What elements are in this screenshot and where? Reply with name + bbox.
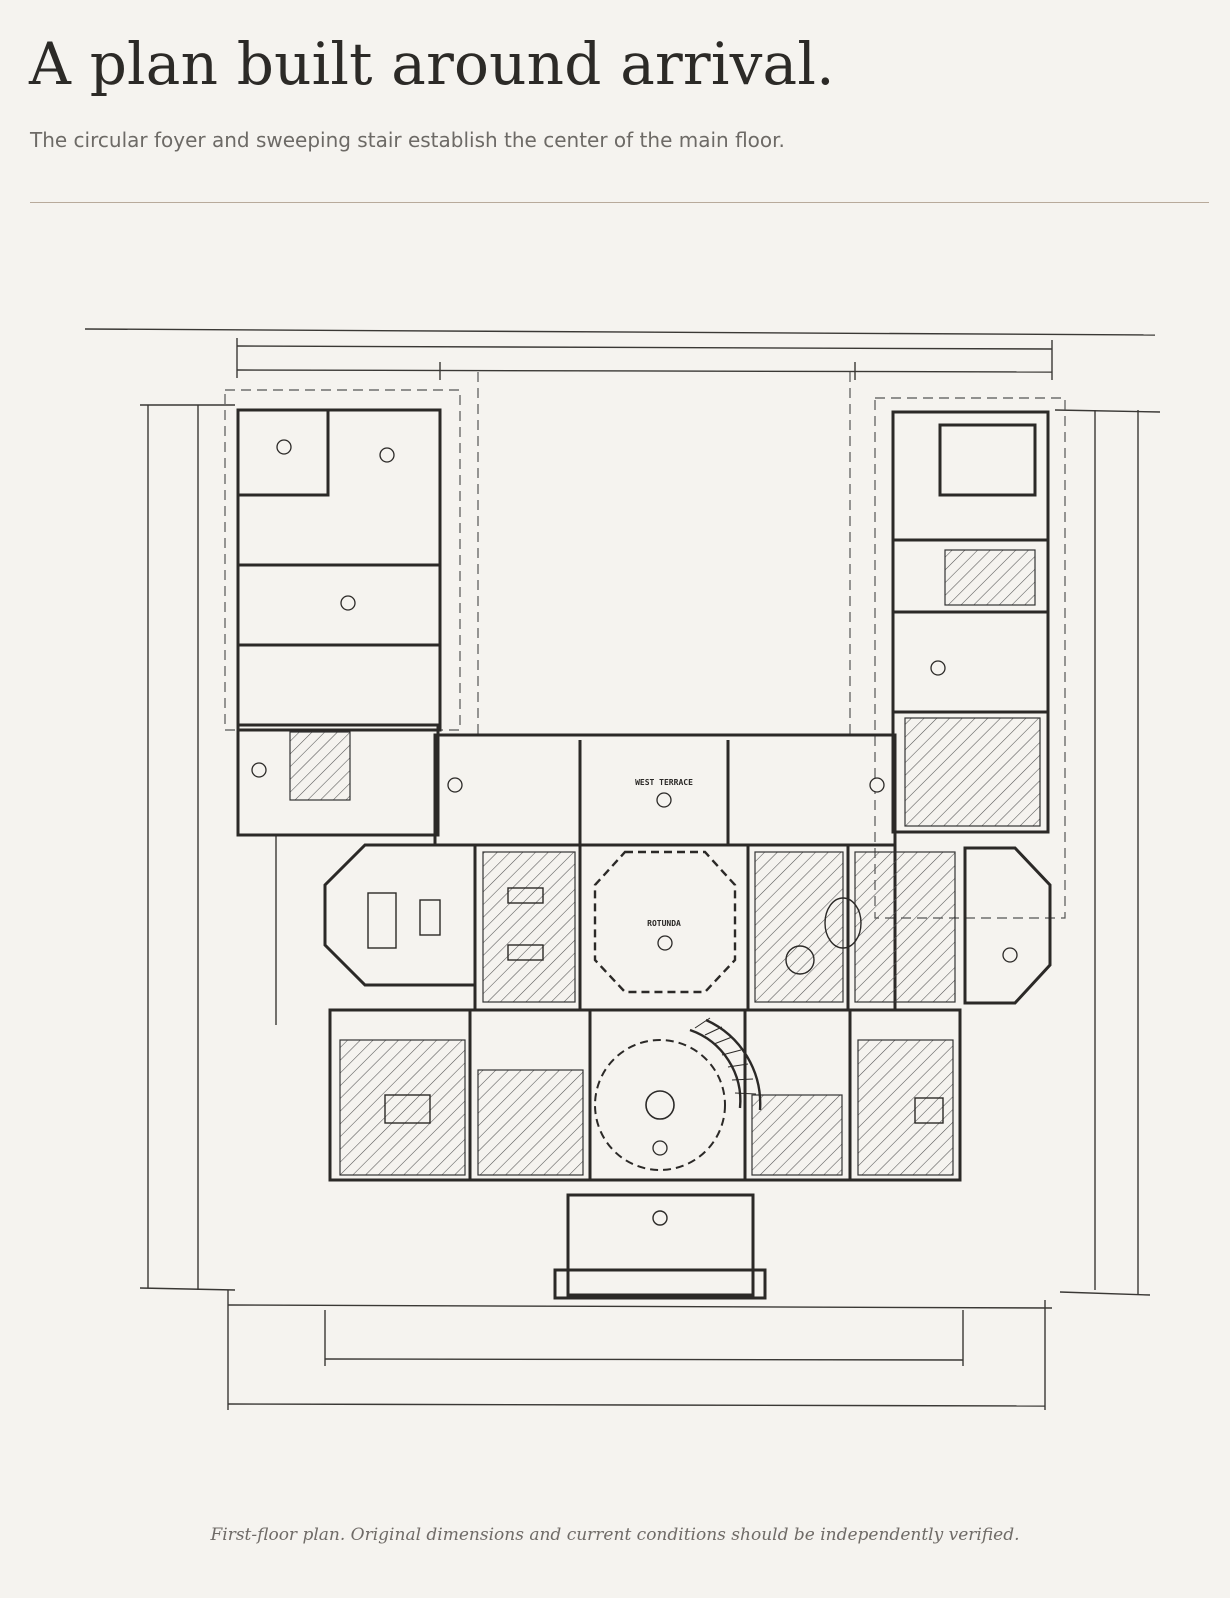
stair-treads [694,1017,757,1095]
room-label-rotunda: ROTUNDA [647,919,681,928]
figure-caption: First-floor plan. Original dimensions an… [210,1525,1020,1545]
fixtures [367,887,944,1226]
page-subtitle: The circular foyer and sweeping stair es… [30,128,785,152]
floor-plan-image: ROTUNDA WEST TERRACE [84,328,1161,1410]
page-title: A plan built around arrival. [29,30,835,98]
divider [30,202,1209,203]
dimension-lines [84,328,1161,1410]
plan-labels: ROTUNDA WEST TERRACE [635,778,693,928]
room-tags [251,439,1018,1156]
rotunda-foyer [593,850,762,1171]
room-label-west-terrace: WEST TERRACE [635,778,693,787]
hatched-rooms [289,549,1041,1176]
